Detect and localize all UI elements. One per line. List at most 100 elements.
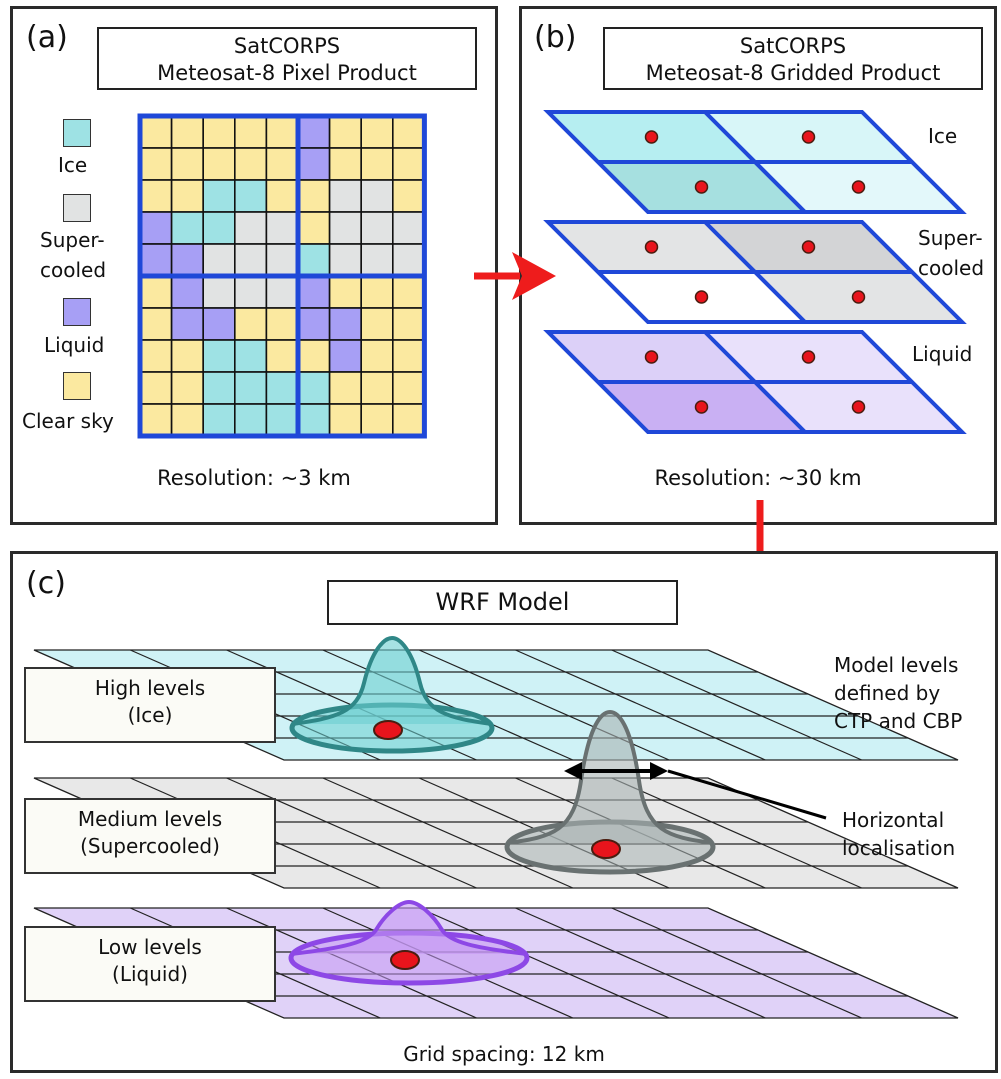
pixel-cell [391,275,426,309]
panel-b-title: SatCORPS Meteosat-8 Gridded Product [603,27,983,90]
pixel-cell [170,307,205,341]
pixel-cell [391,243,426,277]
pixel-cell [234,115,268,149]
gridded-layer [543,330,967,434]
wrf-grid-line [515,907,766,1019]
pixel-cell [234,147,268,181]
pixel-cell [202,115,236,149]
cell-center-dot [851,400,866,414]
pixel-cell [234,403,268,437]
horizontal-localisation-label: Horizontal localisation [842,806,955,862]
wrf-grid-line [515,649,766,761]
gridded-layer [543,220,967,324]
wrf-grid-line [611,649,862,761]
wrf-grid-line [322,777,574,889]
gridded-layer [543,110,967,214]
cell-center-dot [801,350,816,364]
level-high-line1: High levels [94,676,206,700]
legend-label-ice: Ice [58,153,88,177]
pixel-cell [139,243,173,277]
pixel-cell [297,339,331,373]
wrf-grid-line [322,649,574,761]
level-low-line2: (Liquid) [112,962,188,986]
localisation-blob-hump [290,899,528,956]
pixel-cell [234,275,268,309]
level-box-medium: Medium levels (Supercooled) [24,798,276,874]
cell-center-dot [694,180,709,194]
panel-b-title-line2: Meteosat-8 Gridded Product [645,61,941,85]
legend-swatch-supercooled [63,194,91,222]
model-levels-note-line2: defined by [834,681,941,705]
pixel-cell [297,211,331,245]
layer-label-liquid: Liquid [912,342,973,366]
layer-label-ice: Ice [928,124,958,148]
pixel-cell [297,115,331,149]
panel-a-resolution: Resolution: ~3 km [157,466,351,490]
panel-c-label: (c) [26,566,66,601]
cell-center-dot [801,130,816,144]
wrf-grid-line [418,907,670,1019]
legend-swatch-clear-sky [63,372,91,400]
cell-center-dot [851,180,866,194]
model-levels-note: Model levels defined by CTP and CBP [834,651,962,735]
pixel-cell [265,147,299,181]
panel-c-grid-spacing: Grid spacing: 12 km [403,1042,605,1066]
legend-swatch-ice [63,119,91,147]
cell-center-dot [644,240,659,254]
arrow-a-to-b-head [512,252,556,300]
panel-b-title-line1: SatCORPS [739,34,847,58]
pixel-cell [297,243,331,277]
level-medium-line2: (Supercooled) [80,834,220,858]
legend-swatch-liquid [63,298,91,326]
horizontal-localisation-arrow-right [650,762,668,780]
gridded-layer-border [543,330,967,434]
gridded-layer-border [543,220,967,324]
level-high-line2: (Ice) [127,703,173,727]
panel-a-title: SatCORPS Meteosat-8 Pixel Product [97,27,477,90]
panel-c-title: WRF Model [327,580,678,625]
wrf-grid-line [226,777,477,889]
pixel-cell [139,275,173,309]
model-levels-note-line1: Model levels [834,653,959,677]
pixel-cell [170,403,205,437]
pixel-cell [328,371,363,405]
pixel-cell [391,147,426,181]
pixel-cell [328,115,363,149]
panel-a-label: (a) [26,20,68,55]
model-levels-note-line3: CTP and CBP [834,709,963,733]
panel-a-title-line2: Meteosat-8 Pixel Product [157,61,417,85]
cell-center-dot [851,290,866,304]
legend-label-clear-sky: Clear sky [22,409,114,433]
pixel-cell [234,307,268,341]
wrf-grid-line [611,777,862,889]
level-low-line1: Low levels [98,935,202,959]
horizontal-localisation-line2: localisation [842,836,956,860]
panel-b-resolution: Resolution: ~30 km [654,466,862,490]
level-box-low: Low levels (Liquid) [24,926,276,1002]
cell-center-dot [694,400,709,414]
pixel-cell [170,339,205,373]
pixel-cell [328,243,363,277]
cell-center-dot [644,130,659,144]
localisation-blob-hump [506,709,714,845]
horizontal-localisation-arrow-left [564,762,582,780]
blob-center-dot [390,950,420,970]
panel-a-title-line1: SatCORPS [233,34,341,58]
level-box-high: High levels (Ice) [24,667,276,743]
pixel-cell [265,339,299,373]
pixel-cell [360,339,394,373]
gridded-layer-border [543,110,967,214]
pixel-cell [360,275,394,309]
blob-center-dot [373,720,403,740]
legend-label-supercooled-2: cooled [40,258,107,282]
layer-label-supercooled-2: cooled [918,256,985,280]
pixel-cell [360,179,394,213]
pixel-cell [328,275,363,309]
legend-label-supercooled-1: Super- [40,228,105,252]
pixel-cell [265,211,299,245]
pixel-cell [139,211,173,245]
pixel-cell [202,371,236,405]
